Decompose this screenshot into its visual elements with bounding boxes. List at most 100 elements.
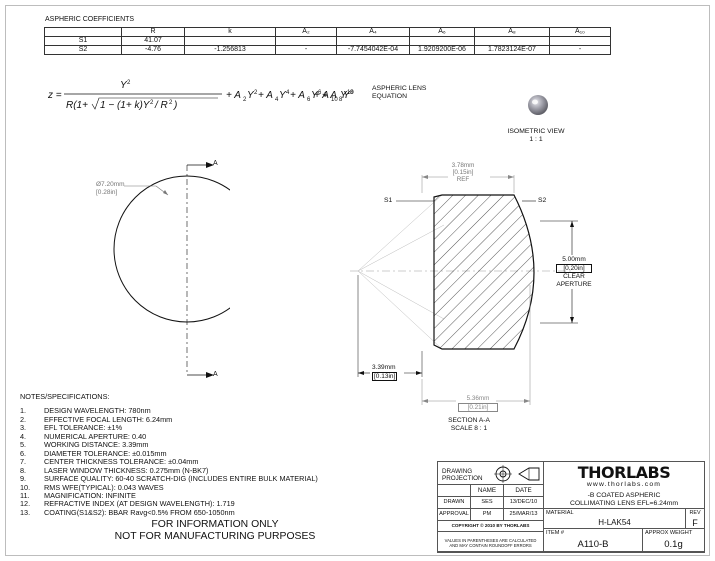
table-cell	[336, 36, 410, 46]
table-cell	[275, 36, 337, 46]
svg-text:8: 8	[350, 90, 354, 96]
isometric-label: ISOMETRIC VIEW 1 : 1	[490, 128, 582, 143]
svg-text:10: 10	[331, 97, 338, 103]
table-cell: 1.7823124E-07	[474, 45, 550, 55]
table-cell: -4.76	[121, 45, 185, 55]
isometric-title: ISOMETRIC VIEW	[507, 128, 565, 135]
svg-text:4: 4	[275, 97, 279, 103]
isometric-lens-icon	[528, 95, 548, 115]
section-scale: SCALE 8 : 1	[450, 424, 488, 432]
diameter-in: [0.28in]	[96, 188, 118, 196]
note-text: NUMERICAL APERTURE: 0.40	[44, 431, 147, 441]
table-cell: 41.07	[121, 36, 185, 46]
svg-text:Y: Y	[120, 80, 128, 91]
total-in: [0.21in]	[458, 402, 498, 412]
drawn-label-text: DRAWN	[443, 499, 465, 505]
table-cell: -	[275, 45, 337, 55]
note-text: DIAMETER TOLERANCE: ±0.015mm	[44, 448, 167, 458]
s2-label: S2	[538, 197, 547, 204]
wd-in: [0.13in]	[372, 371, 398, 382]
item-value: A110-B	[577, 539, 609, 550]
note-number: 7.	[20, 457, 27, 467]
svg-text:Y: Y	[340, 90, 348, 101]
weight-label: APPROX WEIGHT	[645, 530, 693, 536]
note-number: 4.	[20, 431, 27, 441]
table-cell	[474, 36, 550, 46]
material-label: MATERIAL	[546, 510, 574, 516]
svg-text:6: 6	[318, 90, 322, 96]
table-cell: S2	[44, 45, 122, 55]
note-text: EFFECTIVE FOCAL LENGTH: 6.24mm	[44, 414, 173, 424]
values-note: VALUES IN PARENTHESES ARE CALCULATED AND…	[438, 538, 543, 548]
note-item: 3.EFL TOLERANCE: ±1%	[20, 423, 318, 433]
section-title: SECTION A-A	[448, 417, 490, 424]
copyright-text: COPYRIGHT © 2010 BY THORLABS	[451, 523, 530, 528]
table-cell	[184, 36, 276, 46]
note-text: SURFACE QUALITY: 60-40 SCRATCH-DIG (INCL…	[44, 474, 318, 484]
svg-text:+ A: + A	[314, 90, 329, 101]
total-length-dimension: 5.36mm [0.21in]	[458, 395, 498, 412]
note-number: 3.	[20, 423, 27, 433]
aperture-in: [0.20in]	[556, 263, 592, 274]
note-text: COATING(S1&S2): BBAR Ravg<0.5% FROM 650-…	[44, 507, 235, 517]
name-header-text: NAME	[477, 487, 497, 494]
third-angle-projection-icon	[494, 465, 540, 483]
table-cell: R	[121, 27, 185, 37]
note-text: LASER WINDOW THICKNESS: 0.275mm (N-BK7)	[44, 465, 209, 475]
table-row: S1 41.07	[44, 36, 611, 46]
note-text: CENTER THICKNESS TOLERANCE: ±0.04mm	[44, 457, 199, 467]
thorlabs-logo: THORLABS	[577, 463, 671, 482]
note-item: 6. DIAMETER TOLERANCE: ±0.015mm	[20, 448, 318, 458]
rev-value: F	[692, 518, 698, 528]
total-mm: 5.36mm	[466, 395, 490, 402]
table-row: R k A₂ A₄ A₆ A₈ A₁₀	[44, 27, 611, 37]
note-item: 2.EFFECTIVE FOCAL LENGTH: 6.24mm	[20, 414, 318, 424]
note-number: 11.	[20, 490, 30, 500]
thickness-ref: REF	[456, 176, 470, 183]
disclaimer-line2: NOT FOR MANUFACTURING PURPOSES	[114, 531, 316, 542]
note-item: 4. NUMERICAL APERTURE: 0.40	[20, 431, 318, 441]
note-item: 8.LASER WINDOW THICKNESS: 0.275mm (N-BK7…	[20, 465, 318, 475]
table-cell: A₆	[409, 27, 475, 37]
note-number: 1.	[20, 406, 27, 416]
coefficients-table: R k A₂ A₄ A₆ A₈ A₁₀ S1 41.07 S2 -4.76 -1…	[44, 27, 611, 55]
clear-aperture-dimension: 5.00mm [0.20in] CLEAR APERTURE	[556, 256, 592, 288]
svg-text:2: 2	[243, 97, 247, 103]
table-cell: -7.7454042E-04	[336, 45, 410, 55]
svg-text:10: 10	[347, 90, 354, 96]
disclaimer-line1: FOR INFORMATION ONLY	[151, 519, 279, 530]
svg-text:Y: Y	[247, 90, 255, 101]
date-header-text: DATE	[515, 487, 532, 494]
s1-label: S1	[384, 197, 393, 204]
note-number: 12.	[20, 499, 31, 509]
note-item: 5.WORKING DISTANCE: 3.39mm	[20, 440, 318, 449]
item-label: ITEM #	[546, 530, 565, 536]
note-number: 6.	[20, 448, 27, 458]
svg-text:): )	[173, 100, 177, 111]
svg-text:1 − (1+ k)Y: 1 − (1+ k)Y	[100, 100, 151, 111]
logo-cell: THORLABS www.thorlabs.com -B COATED ASPH…	[543, 461, 705, 509]
projection-cell: DRAWING PROJECTION	[437, 461, 544, 485]
note-number: 13.	[20, 507, 31, 517]
note-text: REFRACTIVE INDEX (AT DESIGN WAVELENGTH):…	[44, 499, 235, 509]
diameter-mm: Ø7.20mm	[96, 181, 125, 188]
table-cell: k	[184, 27, 276, 37]
svg-text:+ A: + A	[226, 90, 241, 101]
diameter-dimension: Ø7.20mm [0.28in]	[96, 181, 125, 196]
aperture-label-2: APERTURE	[556, 280, 592, 288]
note-item: 12. REFRACTIVE INDEX (AT DESIGN WAVELENGT…	[20, 499, 318, 509]
description-line1: -B COATED ASPHERIC	[587, 492, 661, 499]
svg-text:+ A: + A	[290, 90, 305, 101]
wd-mm: 3.39mm	[372, 364, 396, 371]
website: www.thorlabs.com	[586, 481, 662, 488]
projection-line1: DRAWING	[442, 468, 473, 475]
aperture-mm: 5.00mm	[562, 256, 586, 263]
table-row: S2 -4.76 -1.256813 - -7.7454042E-04 1.92…	[44, 45, 611, 55]
approval-label-text: APPROVAL	[439, 511, 469, 517]
drawing-sheet-border	[5, 5, 710, 556]
svg-text:+ A: + A	[258, 90, 273, 101]
isometric-scale: 1 : 1	[529, 135, 543, 143]
projection-label: DRAWING PROJECTION	[442, 468, 483, 482]
